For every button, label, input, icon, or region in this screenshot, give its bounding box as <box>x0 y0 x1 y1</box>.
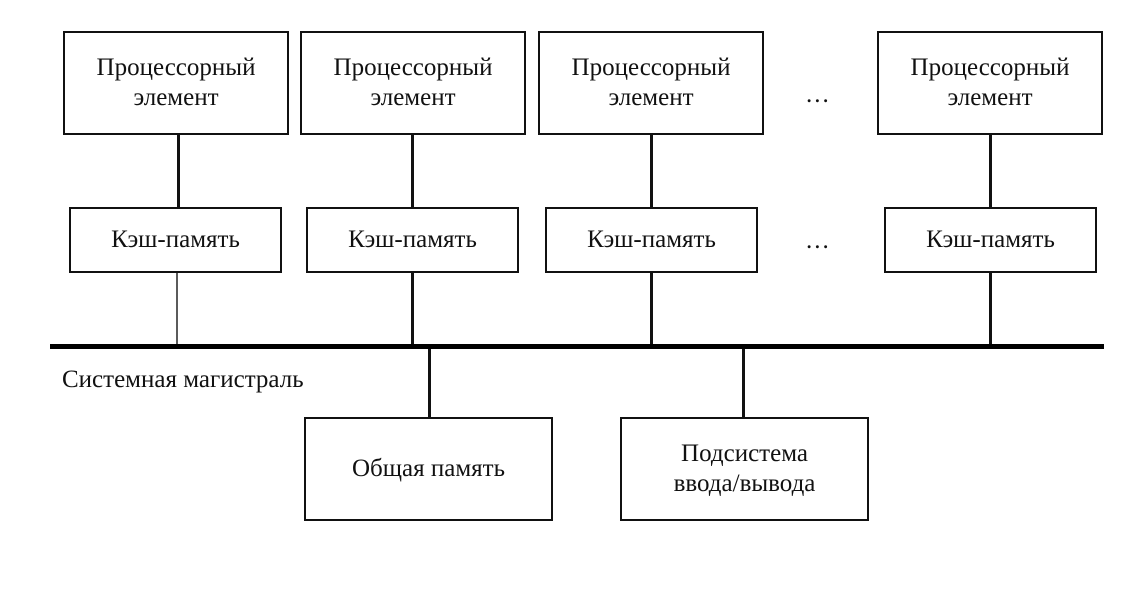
pe-cache-connector-2 <box>411 133 414 208</box>
cache-bus-connector-1 <box>176 272 178 346</box>
processor-row-ellipsis: ... <box>806 81 831 108</box>
shared-memory-box: Общая память <box>304 417 553 521</box>
processor-element-box-1: Процессорный элемент <box>63 31 289 135</box>
processor-element-box-4: Процессорный элемент <box>877 31 1103 135</box>
io-subsystem-label: Подсистема ввода/вывода <box>673 439 816 498</box>
bus-shared-memory-connector <box>428 348 431 418</box>
bus-io-subsystem-connector <box>742 348 745 418</box>
pe-cache-connector-3 <box>650 133 653 208</box>
cache-memory-box-2: Кэш-память <box>306 207 519 273</box>
cache-memory-box-4: Кэш-память <box>884 207 1097 273</box>
system-bus-line <box>50 344 1104 349</box>
cache-memory-label-1: Кэш-память <box>111 225 240 253</box>
processor-element-box-3: Процессорный элемент <box>538 31 764 135</box>
processor-element-box-2: Процессорный элемент <box>300 31 526 135</box>
cache-row-ellipsis: ... <box>806 227 831 254</box>
shared-memory-label: Общая память <box>352 454 505 482</box>
cache-memory-label-4: Кэш-память <box>926 225 1055 253</box>
io-subsystem-box: Подсистема ввода/вывода <box>620 417 869 521</box>
processor-element-label-3: Процессорный элемент <box>571 53 731 112</box>
cache-memory-label-2: Кэш-память <box>348 225 477 253</box>
cache-bus-connector-4 <box>989 272 992 346</box>
pe-cache-connector-4 <box>989 133 992 208</box>
pe-cache-connector-1 <box>177 133 180 208</box>
processor-element-label-2: Процессорный элемент <box>333 53 493 112</box>
system-bus-label: Системная магистраль <box>62 366 304 393</box>
cache-memory-box-3: Кэш-память <box>545 207 758 273</box>
processor-element-label-1: Процессорный элемент <box>96 53 256 112</box>
cache-bus-connector-2 <box>411 272 414 346</box>
cache-memory-box-1: Кэш-память <box>69 207 282 273</box>
processor-element-label-4: Процессорный элемент <box>910 53 1070 112</box>
cache-bus-connector-3 <box>650 272 653 346</box>
cache-memory-label-3: Кэш-память <box>587 225 716 253</box>
